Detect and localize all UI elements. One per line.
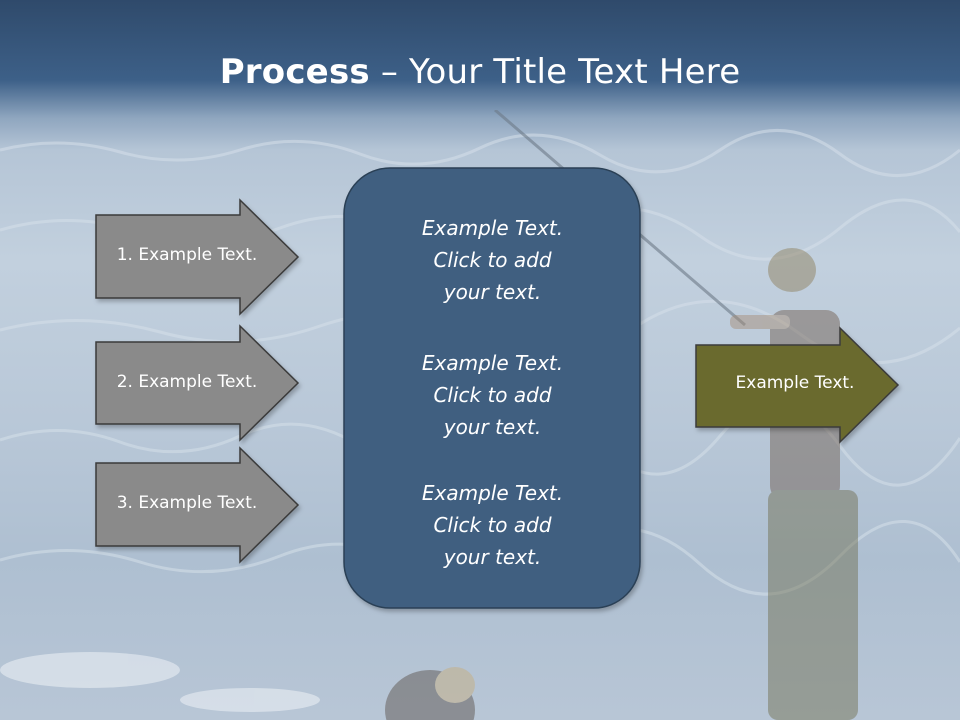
center-line: your text. (443, 280, 542, 304)
step-label-3: 3. Example Text. (116, 493, 258, 513)
center-text-block-2: Example Text. Click to add your text. (345, 347, 640, 443)
center-line: Click to add (433, 248, 552, 272)
center-line: Click to add (433, 383, 552, 407)
output-arrow[interactable] (695, 326, 900, 444)
center-line: your text. (443, 545, 542, 569)
title-rest: – Your Title Text Here (369, 52, 741, 92)
center-line: Example Text. (421, 481, 564, 505)
center-line: Example Text. (421, 216, 564, 240)
center-line: your text. (443, 415, 542, 439)
step-label-2: 2. Example Text. (116, 372, 258, 392)
center-line: Example Text. (421, 351, 564, 375)
center-text-block-3: Example Text. Click to add your text. (345, 477, 640, 573)
center-text-block-1: Example Text. Click to add your text. (345, 212, 640, 308)
title-bold: Process (219, 52, 370, 92)
center-line: Click to add (433, 513, 552, 537)
center-content-box[interactable] (343, 167, 641, 609)
step-arrow-1[interactable] (95, 198, 300, 316)
step-label-1: 1. Example Text. (116, 245, 258, 265)
step-arrow-3[interactable] (95, 446, 300, 564)
slide-title: Process – Your Title Text Here (0, 52, 960, 92)
step-arrow-2[interactable] (95, 324, 300, 442)
output-label: Example Text. (735, 373, 855, 393)
